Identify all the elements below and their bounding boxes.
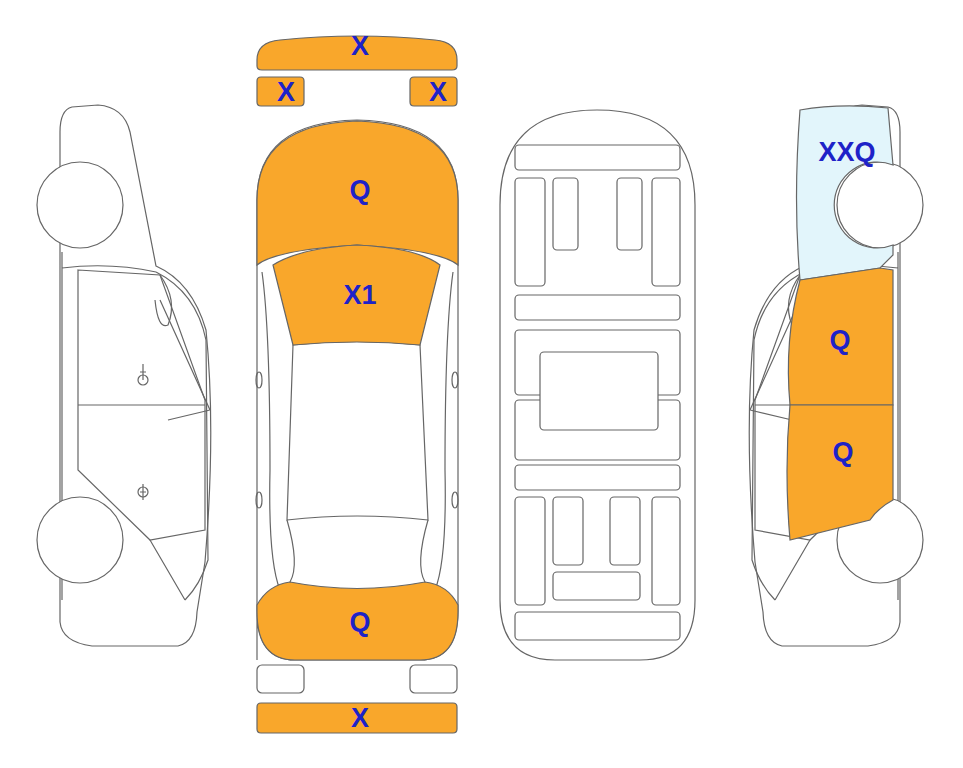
right-headlight-panel: X [408,75,459,108]
windshield-panel: X1 [270,243,443,347]
damage-code: X [351,33,369,60]
rear-bumper-panel: X [255,701,460,735]
panel-outline [790,103,900,283]
right-side-view [749,105,923,646]
panel-shape [257,703,457,733]
panel-shape [257,121,458,265]
panel-shape [257,77,304,106]
damage-code: X [351,705,369,732]
left-headlight-panel: X [255,75,306,108]
front-fender-panel: XXQ [790,103,900,283]
panel-outline [784,403,896,543]
damage-code: Q [349,177,370,204]
panel-shape [257,582,458,660]
damage-code: Q [829,327,850,354]
panel-shape [787,405,893,540]
damage-code: X [277,79,295,106]
damage-code: Q [832,439,853,466]
damage-code: X [429,79,447,106]
underside-view [500,110,695,660]
panel-shape [788,268,893,405]
panel-shape [797,106,894,280]
damage-code: X1 [343,282,376,309]
top-view [256,120,458,693]
left-side-view [37,105,211,646]
front-bumper-panel: X [255,32,460,72]
panel-shape [410,77,457,106]
trunk-panel: Q [255,580,460,662]
panel-shape [273,245,440,345]
rear-door-panel: Q [784,403,896,543]
damage-code: Q [349,609,370,636]
damage-code: XXQ [818,139,875,166]
front-door-panel: Q [784,266,896,407]
